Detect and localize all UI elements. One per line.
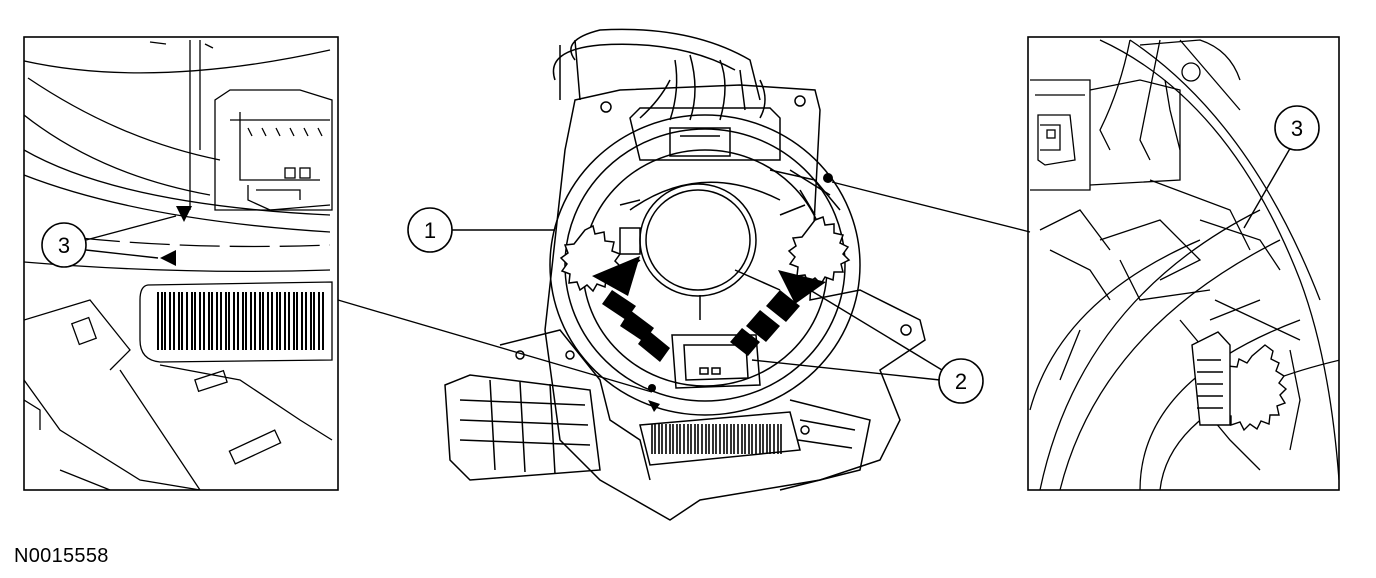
callout-3-right: 3: [1243, 105, 1320, 229]
left-barcode: [157, 292, 324, 350]
rotation-arrows-right: [730, 270, 826, 356]
rotation-arrows-left: [592, 256, 670, 362]
left-detail-panel: 3: [23, 36, 339, 491]
right-detail-panel: 3: [1027, 36, 1340, 491]
callout-3-left-label: 3: [58, 233, 70, 258]
leader-to-right-panel: [831, 181, 1031, 233]
callout-3-right-label: 3: [1291, 116, 1303, 141]
callout-2: 2: [751, 289, 984, 404]
figure-id: N0015558: [14, 545, 109, 567]
left-alignment-mark-upper: [176, 206, 192, 222]
callout-3-left: 3: [41, 215, 177, 268]
clock-spring-assembly: [444, 28, 926, 521]
callout-1: 1: [407, 207, 555, 253]
center-barcode: [651, 424, 782, 454]
alignment-dot-lower: [648, 384, 656, 392]
alignment-mark-center: [648, 400, 660, 412]
alignment-dot-upper-right: [823, 173, 833, 183]
left-alignment-mark-lower: [160, 250, 176, 266]
right-gear: [1191, 331, 1288, 432]
leader-to-left-panel: [337, 299, 653, 393]
callout-2-label: 2: [955, 369, 967, 394]
callout-1-label: 1: [424, 218, 436, 243]
